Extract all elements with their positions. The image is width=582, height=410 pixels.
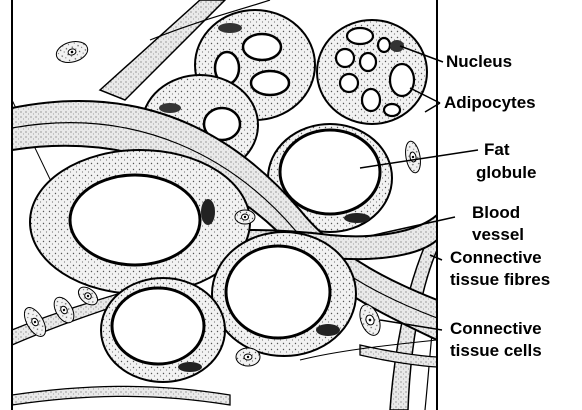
label-blood-line1: Blood (472, 203, 520, 222)
label-adipocytes: Adipocytes (444, 93, 536, 112)
label-fat-line1: Fat (484, 140, 510, 159)
label-cells-line2: tissue cells (450, 341, 542, 360)
label-fibres-line1: Connective (450, 248, 542, 267)
label-blood-line2: vessel (472, 225, 524, 244)
labels: Nucleus Adipocytes Fat globule Blood ves… (444, 52, 550, 360)
label-nucleus: Nucleus (446, 52, 512, 71)
adipocyte-bottom-left (101, 278, 225, 382)
label-fat-line2: globule (476, 163, 536, 182)
label-cells-line1: Connective (450, 319, 542, 338)
adipocyte-multilocular (317, 20, 427, 124)
label-fibres-line2: tissue fibres (450, 270, 550, 289)
adipocyte-large-bottom (212, 232, 356, 356)
